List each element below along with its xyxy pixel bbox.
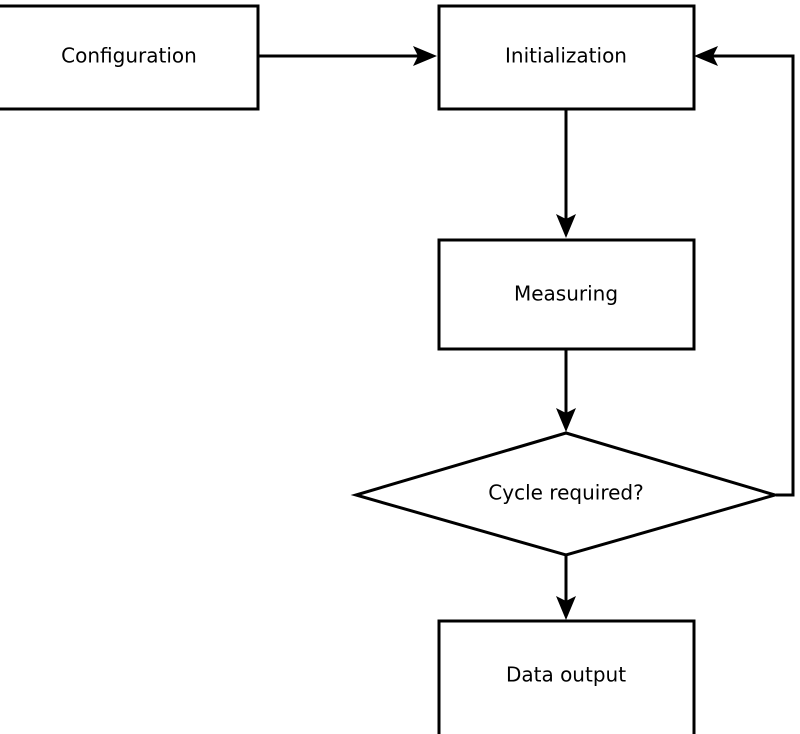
node-configuration-label: Configuration [61,44,197,68]
arrowhead-config-init [413,46,437,66]
node-cycle-required-label: Cycle required? [488,481,643,505]
edge-configuration-to-initialization [259,46,437,66]
arrowhead-measuring-decision [556,408,576,432]
node-measuring-box[interactable] [437,238,696,351]
node-configuration[interactable]: Configuration [0,4,260,111]
node-data-output-box[interactable] [437,619,696,734]
edge-measuring-to-decision [556,350,576,432]
node-cycle-required-diamond[interactable] [350,431,781,557]
node-configuration-box[interactable] [0,4,260,111]
node-data-output[interactable]: Data output [437,619,696,734]
node-data-output-label: Data output [506,663,626,687]
node-cycle-required[interactable]: Cycle required? [350,431,781,557]
arrowhead-feedback-init [694,46,718,66]
edge-line-feedback-loop [703,54,795,497]
arrowhead-init-measuring [556,214,576,238]
node-measuring-label: Measuring [514,282,618,306]
node-initialization-label: Initialization [505,44,627,68]
edge-initialization-to-measuring [556,110,576,238]
node-initialization[interactable]: Initialization [437,4,696,111]
edge-decision-to-initialization-feedback [694,46,795,497]
node-measuring[interactable]: Measuring [437,238,696,351]
node-initialization-box[interactable] [437,4,696,111]
arrowhead-decision-output [556,596,576,620]
edge-decision-to-data-output [556,556,576,620]
